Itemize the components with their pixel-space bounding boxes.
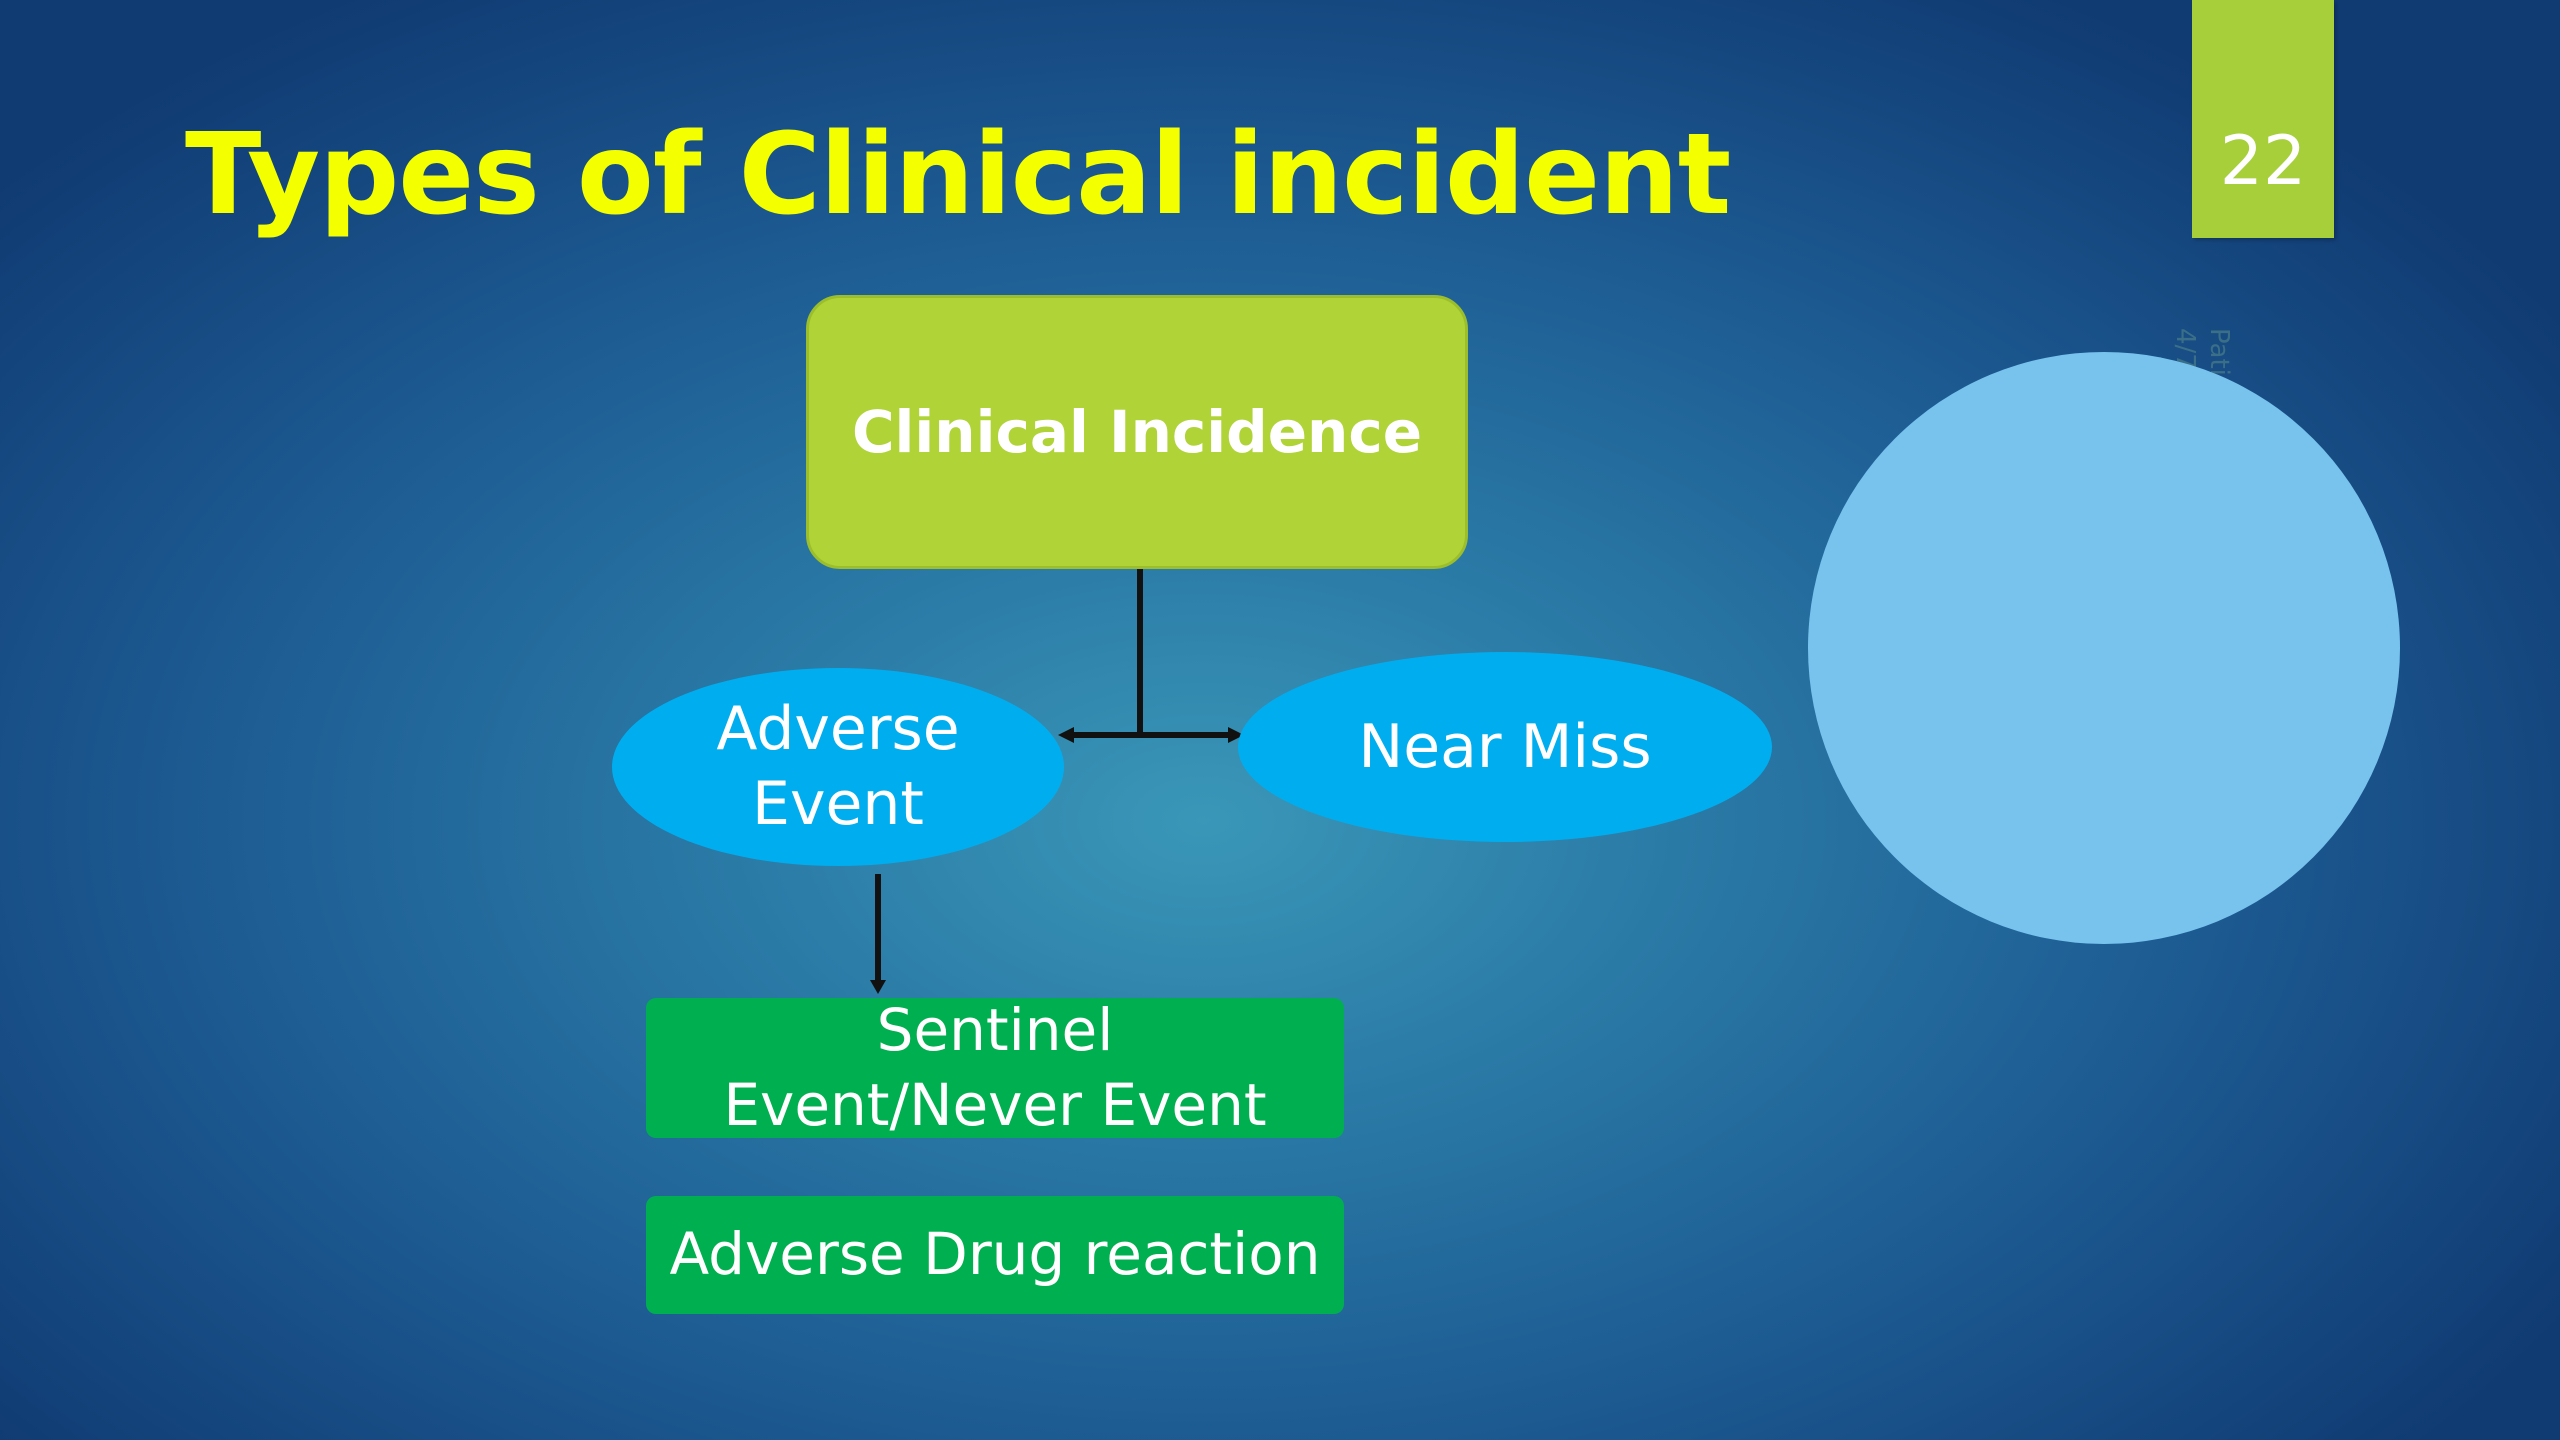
- adverse-event-ellipse: Adverse Event: [612, 668, 1064, 866]
- arrowhead-near-miss: [1228, 727, 1244, 743]
- sentinel-event-box: Sentinel Event/Never Event: [646, 996, 1344, 1139]
- adverse-drug-reaction-label: Adverse Drug reaction: [669, 1220, 1321, 1289]
- arrowhead-sentinel: [870, 980, 886, 994]
- page-number-tab: 22: [2192, 0, 2334, 238]
- clinical-incidence-box: Clinical Incidence: [806, 295, 1468, 569]
- adverse-event-label: Adverse Event: [716, 694, 960, 839]
- sentinel-event-label: Sentinel Event/Never Event: [723, 995, 1267, 1139]
- clinical-incidence-label: Clinical Incidence: [851, 398, 1423, 466]
- adverse-drug-reaction-box: Adverse Drug reaction: [646, 1196, 1344, 1314]
- near-miss-ellipse: Near Miss: [1238, 652, 1772, 842]
- decorative-circle: [1808, 352, 2400, 944]
- near-miss-label: Near Miss: [1358, 711, 1652, 782]
- arrowhead-adverse: [1058, 727, 1074, 743]
- slide-title: Types of Clinical incident: [185, 110, 1731, 240]
- page-number: 22: [2219, 122, 2307, 201]
